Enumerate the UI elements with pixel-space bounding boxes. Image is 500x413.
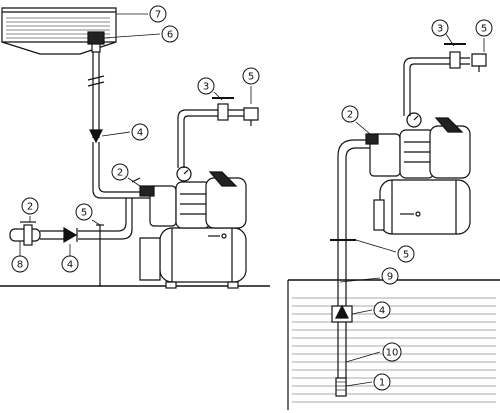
- check-valve-icon: [63, 226, 78, 244]
- callout-10: 10: [382, 342, 402, 362]
- svg-text:4: 4: [67, 260, 73, 271]
- faucet-icon: [212, 97, 259, 126]
- callout-4-well: 4: [373, 301, 391, 319]
- svg-text:4: 4: [137, 128, 143, 139]
- svg-text:3: 3: [203, 82, 209, 93]
- callout-5-faucet-right: 5: [475, 19, 493, 37]
- callout-2-pump-left: 2: [111, 163, 129, 181]
- svg-text:8: 8: [17, 260, 23, 271]
- svg-text:5: 5: [248, 72, 254, 83]
- callout-9: 9: [381, 267, 399, 285]
- callout-4-horizontal: 4: [61, 255, 79, 273]
- callout-2-inlet: 2: [21, 197, 39, 215]
- svg-text:6: 6: [167, 30, 173, 41]
- callouts: 7 6 4 2 2 5 8 4: [11, 5, 493, 391]
- pump-icon: [365, 57, 471, 235]
- svg-text:5: 5: [481, 24, 487, 35]
- svg-text:9: 9: [387, 272, 393, 283]
- callout-4-top: 4: [131, 123, 149, 141]
- callout-3-right: 3: [431, 19, 449, 37]
- pump-icon: [131, 109, 247, 289]
- check-valve-icon: [89, 129, 103, 144]
- callout-8: 8: [11, 255, 29, 273]
- callout-6: 6: [161, 25, 179, 43]
- check-valve-icon: [331, 304, 353, 323]
- svg-text:5: 5: [81, 208, 87, 219]
- svg-text:4: 4: [379, 306, 385, 317]
- leader-lines: [19, 13, 485, 387]
- left-installation: [0, 7, 270, 289]
- callout-5-clamp: 5: [397, 245, 415, 263]
- svg-text:2: 2: [117, 168, 123, 179]
- right-installation: [287, 43, 500, 410]
- svg-text:5: 5: [403, 250, 409, 261]
- svg-text:1: 1: [379, 378, 385, 389]
- callout-5-faucet-left: 5: [242, 67, 260, 85]
- faucet-icon: [444, 43, 487, 72]
- callout-5-stand: 5: [75, 203, 93, 221]
- svg-text:2: 2: [347, 110, 353, 121]
- tank-outlet-fitting: [87, 31, 105, 53]
- callout-3-left: 3: [197, 77, 215, 95]
- callout-1: 1: [373, 373, 391, 391]
- svg-text:7: 7: [155, 10, 161, 21]
- svg-text:3: 3: [437, 24, 443, 35]
- inlet-valve: [9, 221, 41, 246]
- svg-text:10: 10: [386, 348, 399, 359]
- callout-2-right: 2: [341, 105, 359, 123]
- callout-7: 7: [149, 5, 167, 23]
- svg-text:2: 2: [27, 202, 33, 213]
